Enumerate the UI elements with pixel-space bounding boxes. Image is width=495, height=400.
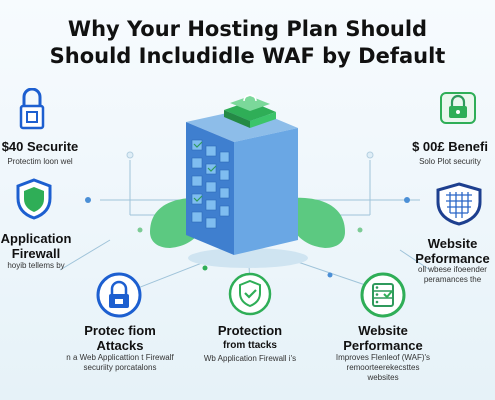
mid-right-subtext-line-2: peramances the: [423, 275, 482, 284]
mid-right-subtext-line-1: oll wbese ifoeender: [418, 265, 487, 274]
top-right-subtext: Solo Plot security: [419, 157, 481, 166]
shield-check-icon: [228, 272, 272, 316]
bottom-1-subtext: n a Web Applicattion t Firewalf securiit…: [40, 353, 200, 373]
bottom-3-heading-line-2: Performance: [343, 338, 423, 353]
bottom-1-subtext-line-2: securiity porcatalons: [83, 363, 157, 372]
bottom-3-heading-line-1: Website: [358, 323, 408, 338]
bottom-3-subtext-line-3: websites: [367, 373, 399, 382]
bottom-3-subtext-line-2: remoorteerekecsttes: [346, 363, 420, 372]
bottom-1-heading: Protec fiom Attacks: [55, 323, 185, 353]
central-server-illustration: [186, 94, 308, 268]
mid-left-heading-line-2: Firewall: [11, 246, 61, 261]
mid-left-subtext: hoyib tellems by: [7, 261, 65, 270]
performance-server-icon: [360, 272, 406, 318]
bottom-3-subtext-line-1: Improves Flenleof (WAF)'s: [335, 353, 431, 362]
page-title-line-2: Should Includidle WAF by Default: [49, 44, 446, 68]
mid-right-heading-line-2: Peformance: [415, 251, 490, 266]
page-title: Why Your Hosting Plan Should Should Incl…: [0, 16, 495, 70]
server-padlock-icon: [440, 92, 476, 124]
server-lock-icon: [19, 87, 45, 132]
bottom-1-heading-line-1: Protec fiom: [84, 323, 156, 338]
padlock-icon: [96, 272, 142, 318]
bottom-2-heading-line-1: Protection: [217, 323, 283, 338]
mid-right-heading-line-1: Website: [427, 236, 478, 251]
bottom-2-heading: Protection from ttacks: [185, 323, 315, 353]
top-right-heading: $ 00£ Benefi: [412, 139, 488, 154]
bottom-3-heading: Website Performance: [318, 323, 448, 353]
mid-right-heading: Website Peformance: [410, 236, 495, 266]
bottom-3-subtext: Improves Flenleof (WAF)'s remoorteerekec…: [318, 353, 448, 383]
mid-right-subtext: oll wbese ifoeender peramances the: [410, 265, 495, 285]
mid-left-heading: Application Firewall: [0, 231, 72, 261]
bottom-1-heading-line-2: Attacks: [96, 338, 144, 353]
page-title-line-1: Why Your Hosting Plan Should: [67, 17, 428, 41]
shield-icon: [15, 178, 53, 220]
bottom-1-subtext-line-1: n a Web Applicattion t Firewalf: [66, 353, 174, 362]
top-left-subtext: Protectim loon wel: [7, 157, 73, 166]
bottom-2-subtext: Wb Application Firewall i's: [203, 354, 297, 363]
mid-left-heading-line-1: Application: [0, 231, 72, 246]
firewall-shield-icon: [435, 182, 483, 226]
top-left-heading: $40 Securite: [1, 139, 79, 154]
bottom-2-heading-line-2: from ttacks: [223, 340, 277, 351]
